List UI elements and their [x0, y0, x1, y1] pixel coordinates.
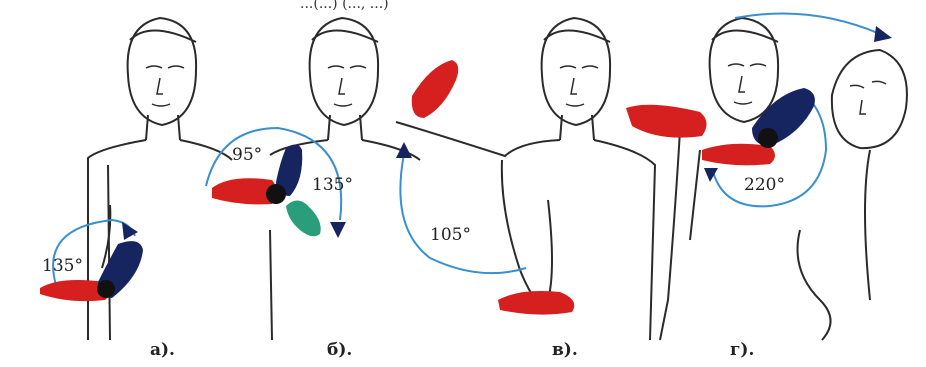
angle-b-1: 95°	[232, 145, 262, 165]
forearm-red-d-left	[626, 105, 707, 138]
rotation-arc-c	[400, 154, 526, 273]
figure-b-head	[310, 18, 379, 140]
joint-b	[266, 184, 286, 204]
arrow-head-b	[330, 222, 346, 238]
panel-label-c: в).	[552, 340, 578, 360]
figure-d-head	[710, 18, 779, 122]
joint-d	[758, 128, 778, 148]
rotation-arc-d-top	[735, 14, 880, 34]
panel-c: 105° в).	[396, 18, 655, 360]
angle-c-1: 105°	[430, 225, 471, 245]
panel-d: 220° г).	[626, 14, 907, 360]
panel-label-b: б).	[327, 340, 352, 360]
arrow-head-a	[122, 222, 138, 240]
joint-a	[97, 280, 115, 298]
panel-b: 95° 135° б).	[206, 18, 420, 360]
panel-label-a: а).	[150, 340, 175, 360]
top-cut-text: ...(...) (..., ...)	[300, 0, 389, 12]
angle-b-2: 135°	[312, 175, 353, 195]
panel-a: 135° а).	[40, 18, 232, 360]
arrow-head-d-top	[874, 26, 892, 42]
figure-d-second-head	[832, 50, 907, 148]
figure-a-head	[128, 18, 197, 140]
angle-d-1: 220°	[744, 175, 785, 195]
panel-label-d: г).	[730, 340, 754, 360]
angle-a-1: 135°	[42, 256, 83, 276]
forearm-red-c-upper	[412, 60, 459, 118]
forearm-red-c-lower	[498, 291, 574, 315]
figure-c-head	[542, 18, 611, 140]
forearm-green-b	[286, 200, 321, 236]
